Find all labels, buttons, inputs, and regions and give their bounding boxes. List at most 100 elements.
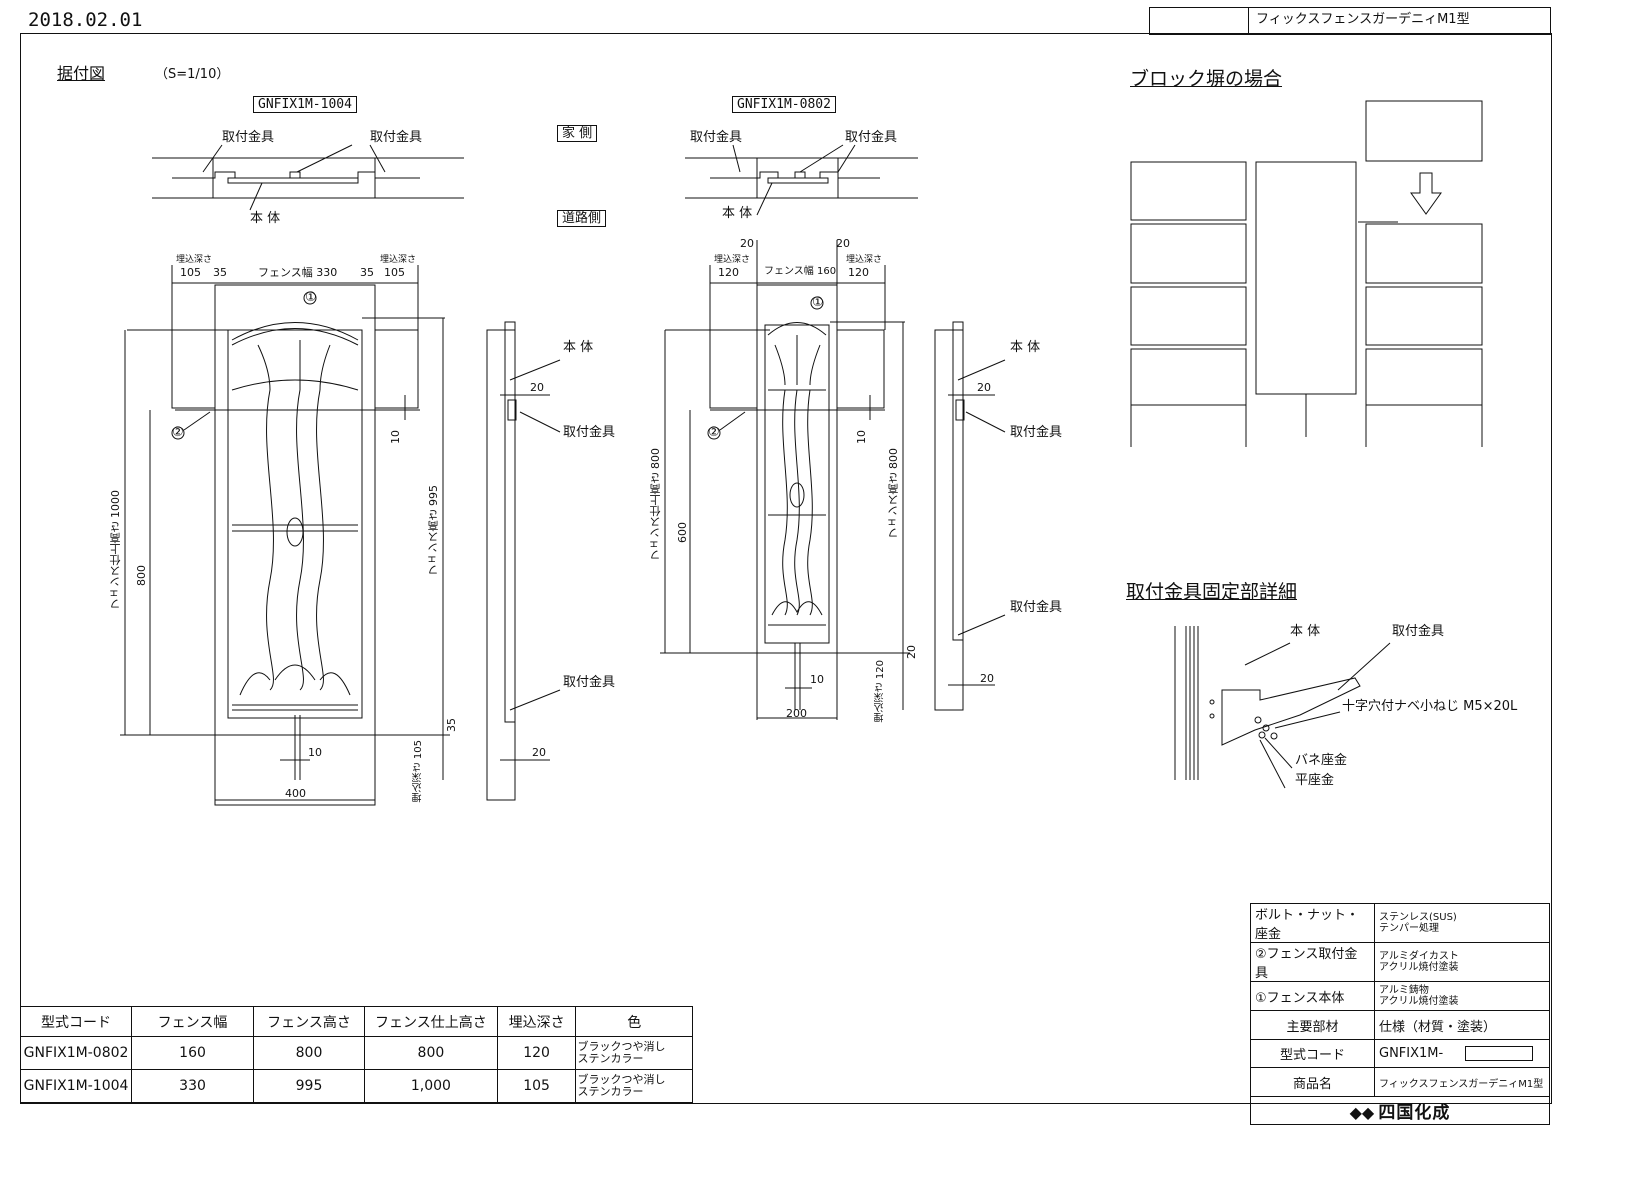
b-ten-a: 10 xyxy=(855,430,868,444)
cell-code: GNFIX1M-0802 xyxy=(19,1036,133,1070)
spec-row: ボルト・ナット・座金 ステンレス(SUS) テンパー処理 xyxy=(1250,903,1550,943)
diamond-logo-icon: ◆◆ xyxy=(1349,1103,1375,1122)
b-twenty-right: 20 xyxy=(836,237,850,250)
spec-part: ボルト・ナット・座金 xyxy=(1250,903,1375,943)
bracket-detail-diagram xyxy=(1175,626,1390,788)
b-side-bracket-bottom: 取付金具 xyxy=(1010,600,1063,615)
detail-spring-washer: バネ座金 xyxy=(1295,753,1348,768)
spec-model-prefix: GNFIX1M- xyxy=(1379,1046,1444,1061)
block-wall-title: ブロック塀の場合 xyxy=(1130,68,1283,90)
spec-value: GNFIX1M- xyxy=(1374,1039,1550,1068)
header-width: フェンス幅 xyxy=(131,1006,254,1037)
cell-color: ブラックつや消し ステンカラー xyxy=(575,1036,693,1070)
a-side-20a: 20 xyxy=(530,381,544,394)
model-b-side-view xyxy=(935,322,1005,710)
a-side-bracket-top: 取付金具 xyxy=(563,425,616,440)
a-finish-height: フェンス仕上高さ 1000 xyxy=(109,490,122,610)
table-row: GNFIX1M-0802 160 800 800 120 ブラックつや消し ステ… xyxy=(19,1036,693,1070)
title-block-top xyxy=(1149,7,1551,35)
company-logo: ◆◆ 四国化成 xyxy=(1250,1096,1550,1125)
cell-width: 160 xyxy=(131,1036,254,1070)
a-callout-one: ① xyxy=(305,290,317,305)
a-fence-height: フェンス高さ 995 xyxy=(427,485,440,576)
spec-row: 商品名 フィックスフェンスガーデニィM1型 xyxy=(1250,1067,1550,1097)
b-embed-right: 120 xyxy=(848,266,869,279)
b-embed-left: 120 xyxy=(718,266,739,279)
model-a-plan-bracket-right: 取付金具 xyxy=(370,130,423,145)
model-a-elevation xyxy=(120,265,450,805)
model-b-plan-view xyxy=(685,145,918,215)
a-width: フェンス幅 330 xyxy=(258,266,338,279)
a-thirty-five: 35 xyxy=(445,718,458,732)
a-embed-bottom: 埋込深さ 105 xyxy=(413,740,424,803)
model-b-code: GNFIX1M-0802 xyxy=(732,96,836,113)
spec-part: 型式コード xyxy=(1250,1039,1375,1068)
drawing-frame xyxy=(20,33,1552,1104)
scale-label: （S=1/10） xyxy=(155,67,230,82)
road-side-label: 道路側 xyxy=(557,210,607,227)
a-gap-right: 35 xyxy=(360,266,374,279)
model-b-plan-body: 本 体 xyxy=(722,206,753,221)
a-callout-two: ② xyxy=(172,425,184,440)
company-name: 四国化成 xyxy=(1378,1103,1451,1123)
models-table-header: 型式コード フェンス幅 フェンス高さ フェンス仕上高さ 埋込深さ 色 xyxy=(19,1006,693,1037)
cell-height: 800 xyxy=(252,1036,366,1070)
model-a-plan-bracket-left: 取付金具 xyxy=(222,130,275,145)
spec-part: 商品名 xyxy=(1250,1067,1375,1097)
detail-body-label: 本 体 xyxy=(1290,624,1321,639)
b-ten-b: 10 xyxy=(810,673,824,686)
title-divider xyxy=(1248,7,1249,33)
table-row: GNFIX1M-1004 330 995 1,000 105 ブラックつや消し … xyxy=(19,1069,693,1103)
cell-embed: 105 xyxy=(496,1069,577,1103)
detail-flat-washer: 平座金 xyxy=(1295,773,1335,788)
cell-embed: 120 xyxy=(496,1036,577,1070)
cell-color: ブラックつや消し ステンカラー xyxy=(575,1069,693,1103)
spec-row: 型式コード GNFIX1M- xyxy=(1250,1039,1550,1068)
b-side-bracket-top: 取付金具 xyxy=(1010,425,1063,440)
detail-bracket-label: 取付金具 xyxy=(1392,624,1445,639)
b-embed-label-right: 埋込深さ xyxy=(846,255,883,265)
cell-width: 330 xyxy=(131,1069,254,1103)
a-ten-a: 10 xyxy=(389,430,402,444)
model-b-plan-bracket-right: 取付金具 xyxy=(845,130,898,145)
header-model-code: 型式コード xyxy=(19,1006,133,1037)
spec-row: 主要部材 仕様（材質・塗装） xyxy=(1250,1010,1550,1040)
b-embed-bottom: 埋込深さ 120 xyxy=(875,660,886,723)
b-fence-height: フェンス高さ 800 xyxy=(887,448,900,539)
a-embed-label-right: 埋込深さ xyxy=(380,255,417,265)
a-ten-b: 10 xyxy=(308,746,322,759)
b-callout-one: ① xyxy=(812,295,824,310)
spec-value: アルミ鋳物 アクリル焼付塗装 xyxy=(1374,981,1550,1011)
b-embed-label-left: 埋込深さ xyxy=(714,255,751,265)
model-a-code: GNFIX1M-1004 xyxy=(253,96,357,113)
b-twenty-c: 20 xyxy=(905,645,918,659)
spec-part: ①フェンス本体 xyxy=(1250,981,1375,1011)
a-total-width: 400 xyxy=(285,787,306,800)
drawing-date: 2018.02.01 xyxy=(28,9,143,31)
model-b-plan-bracket-left: 取付金具 xyxy=(690,130,743,145)
detail-title: 取付金具固定部詳細 xyxy=(1126,581,1298,603)
cell-finish-height: 800 xyxy=(364,1036,498,1070)
b-width: フェンス幅 160 xyxy=(764,266,837,277)
model-b-elevation xyxy=(660,240,910,720)
b-total-width: 200 xyxy=(786,707,807,720)
spec-part: 主要部材 xyxy=(1250,1010,1375,1040)
a-embed-label-left: 埋込深さ xyxy=(176,255,213,265)
spec-value: アルミダイカスト アクリル焼付塗装 xyxy=(1374,942,1550,982)
spec-table: ボルト・ナット・座金 ステンレス(SUS) テンパー処理 ②フェンス取付金具 ア… xyxy=(1250,903,1550,1125)
spec-row: ①フェンス本体 アルミ鋳物 アクリル焼付塗装 xyxy=(1250,981,1550,1011)
b-height-600: 600 xyxy=(676,522,689,543)
header-embed-depth: 埋込深さ xyxy=(496,1006,577,1037)
header-color: 色 xyxy=(575,1006,693,1037)
spec-row: ②フェンス取付金具 アルミダイカスト アクリル焼付塗装 xyxy=(1250,942,1550,982)
b-side-20b: 20 xyxy=(980,672,994,685)
model-a-side-view xyxy=(487,322,560,800)
b-side-body: 本 体 xyxy=(1010,340,1041,355)
b-finish-height: フェンス仕上高さ 800 xyxy=(649,448,662,561)
model-a-plan-body: 本 体 xyxy=(250,211,281,226)
a-embed-left: 105 xyxy=(180,266,201,279)
spec-value: 仕様（材質・塗装） xyxy=(1374,1010,1550,1040)
model-a-plan-view xyxy=(152,145,464,210)
a-gap-left: 35 xyxy=(213,266,227,279)
